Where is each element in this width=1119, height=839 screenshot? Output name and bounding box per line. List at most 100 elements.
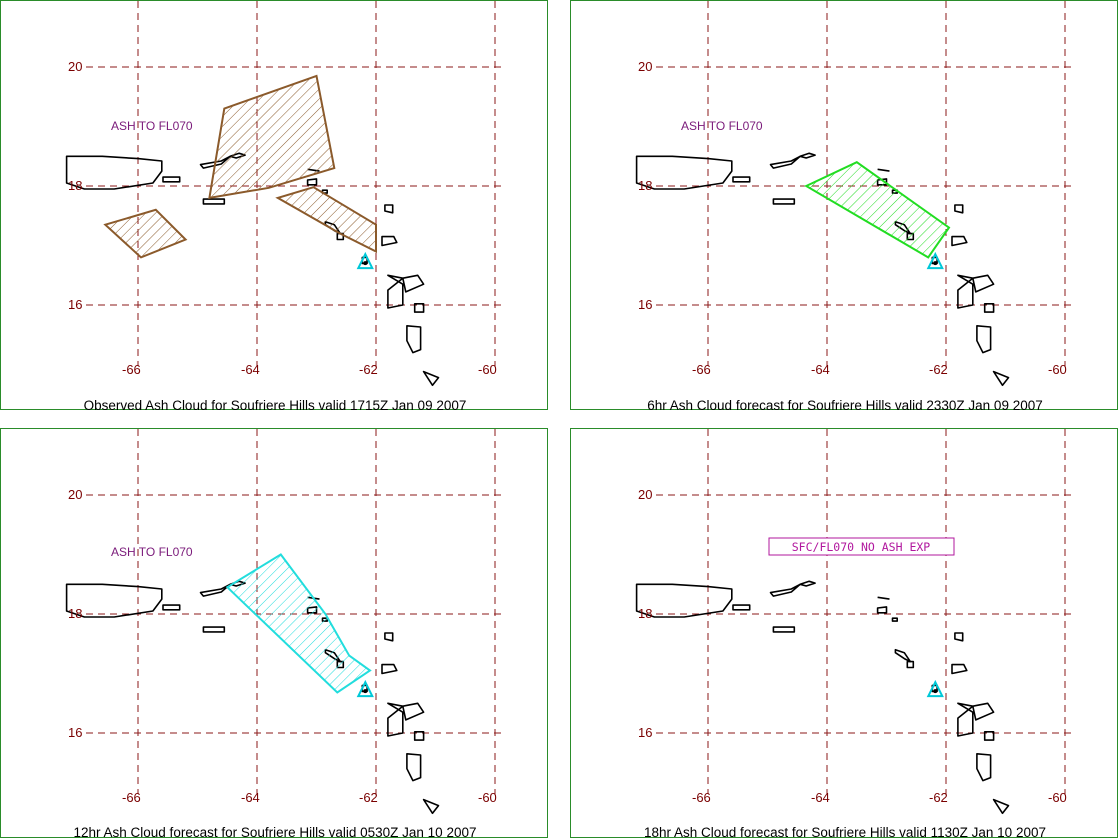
lat-label-16: 16 — [638, 297, 652, 312]
volcano-marker — [926, 251, 944, 270]
ash-polygons — [225, 553, 372, 694]
lon-label-66: -66 — [692, 790, 711, 805]
island-anguilla — [877, 168, 890, 172]
lat-label-20: 20 — [638, 59, 652, 74]
island-antigua — [951, 235, 968, 247]
volcano-triangle-icon — [926, 679, 944, 698]
ash-level-label: ASH TO FL070 — [681, 119, 763, 133]
island-anguilla — [877, 596, 890, 600]
ash-cloud-polygon — [103, 208, 188, 259]
island-st-croix — [772, 626, 796, 633]
island-vieques — [162, 604, 181, 611]
lon-label-60: -60 — [478, 362, 497, 377]
island-st-kitts — [894, 648, 912, 663]
island-nevis — [906, 660, 915, 669]
island-marie-galante — [983, 730, 995, 741]
island-marie-galante — [413, 302, 425, 313]
volcano-marker — [356, 679, 374, 698]
island-marie-galante — [413, 730, 425, 741]
panel-18hr: 20 18 16 -66 -64 -62 -60 SFC/FL070 NO AS… — [570, 428, 1118, 839]
island-vieques — [732, 176, 751, 183]
ash-cloud-polygon — [225, 553, 372, 694]
lat-label-16: 16 — [638, 725, 652, 740]
island-barbuda — [384, 632, 394, 642]
ash-polygons — [103, 74, 377, 259]
island-dominica — [406, 324, 422, 354]
lon-label-66: -66 — [122, 790, 141, 805]
lat-label-16: 16 — [68, 297, 82, 312]
island-guadeloupe — [387, 702, 425, 737]
island-puerto-rico — [65, 583, 163, 618]
island-st-croix — [202, 198, 226, 205]
island-virgin-islands-a — [769, 155, 801, 169]
map-12hr: 20 18 16 -66 -64 -62 -60 ASH TO FL070 12… — [65, 429, 501, 839]
lon-label-62: -62 — [929, 790, 948, 805]
island-vieques — [162, 176, 181, 183]
ash-cloud-polygon — [208, 74, 336, 200]
panel-caption: Observed Ash Cloud for Soufriere Hills v… — [84, 398, 467, 413]
lat-label-18: 18 — [638, 178, 652, 193]
volcano-dot — [363, 689, 368, 694]
panel-12hr: 20 18 16 -66 -64 -62 -60 ASH TO FL070 12… — [0, 428, 548, 839]
lon-label-64: -64 — [811, 362, 830, 377]
lon-label-60: -60 — [1048, 362, 1067, 377]
panel-6hr: 20 18 16 -66 -64 -62 -60 ASH TO FL070 6h… — [570, 0, 1118, 413]
map-18hr: 20 18 16 -66 -64 -62 -60 SFC/FL070 NO AS… — [635, 429, 1071, 839]
island-st-martin — [306, 178, 318, 186]
lon-label-62: -62 — [359, 362, 378, 377]
lat-label-18: 18 — [638, 606, 652, 621]
island-vieques — [732, 604, 751, 611]
volcano-marker — [356, 251, 374, 270]
island-barbuda — [954, 632, 964, 642]
coastline — [65, 580, 440, 815]
island-guadeloupe — [387, 274, 425, 309]
island-st-croix — [202, 626, 226, 633]
volcano-triangle-icon — [926, 251, 944, 270]
volcano-marker — [926, 679, 944, 698]
lon-label-64: -64 — [811, 790, 830, 805]
lat-label-20: 20 — [638, 487, 652, 502]
island-martinique — [992, 370, 1010, 387]
island-st-barts — [891, 617, 899, 622]
panel-caption: 12hr Ash Cloud forecast for Soufriere Hi… — [74, 825, 477, 839]
map-observed: 20 18 16 -66 -64 -62 -60 ASH TO FL070 Ob… — [65, 1, 501, 413]
lon-label-60: -60 — [1048, 790, 1067, 805]
ash-cloud-polygon — [804, 161, 951, 259]
lat-label-18: 18 — [68, 178, 82, 193]
panel-caption: 6hr Ash Cloud forecast for Soufriere Hil… — [647, 398, 1042, 413]
ash-polygons — [804, 161, 951, 259]
panel-observed: 20 18 16 -66 -64 -62 -60 ASH TO FL070 Ob… — [0, 0, 548, 413]
lat-label-20: 20 — [68, 59, 82, 74]
lon-label-62: -62 — [929, 362, 948, 377]
ash-cloud-polygon — [275, 186, 377, 254]
panel-caption: 18hr Ash Cloud forecast for Soufriere Hi… — [644, 825, 1046, 839]
island-virgin-islands-b — [799, 580, 816, 587]
volcano-triangle-icon — [356, 679, 374, 698]
island-puerto-rico — [635, 583, 733, 618]
island-barbuda — [954, 204, 964, 214]
island-guadeloupe — [957, 702, 995, 737]
lon-label-60: -60 — [478, 790, 497, 805]
lat-label-20: 20 — [68, 487, 82, 502]
volcano-dot — [933, 261, 938, 266]
island-puerto-rico — [635, 155, 733, 190]
lon-label-66: -66 — [122, 362, 141, 377]
island-virgin-islands-b — [799, 152, 816, 159]
island-marie-galante — [983, 302, 995, 313]
island-st-croix — [772, 198, 796, 205]
island-antigua — [951, 663, 968, 675]
island-dominica — [976, 324, 992, 354]
no-ash-box — [768, 537, 955, 556]
island-martinique — [422, 798, 440, 815]
map-6hr: 20 18 16 -66 -64 -62 -60 ASH TO FL070 6h… — [635, 1, 1071, 413]
lon-label-66: -66 — [692, 362, 711, 377]
grid-lines — [656, 429, 1071, 794]
island-dominica — [976, 752, 992, 782]
lat-label-18: 18 — [68, 606, 82, 621]
island-guadeloupe — [957, 274, 995, 309]
island-virgin-islands-a — [199, 583, 231, 597]
island-virgin-islands-a — [769, 583, 801, 597]
island-puerto-rico — [65, 155, 163, 190]
island-antigua — [381, 663, 398, 675]
lon-label-64: -64 — [241, 790, 260, 805]
